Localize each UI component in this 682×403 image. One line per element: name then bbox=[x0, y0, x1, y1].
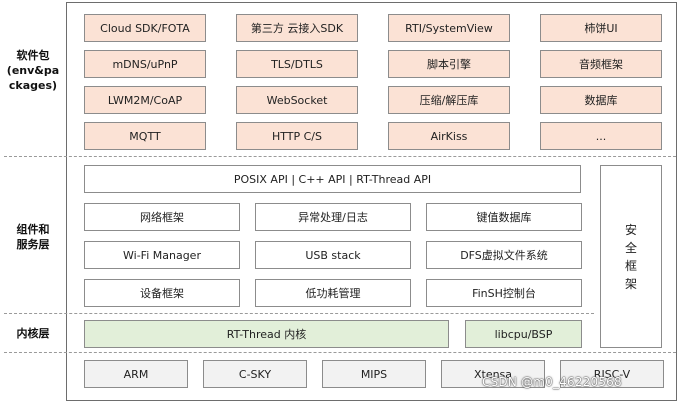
component-device-framework: 设备框架 bbox=[84, 279, 240, 307]
component-dfs: DFS虚拟文件系统 bbox=[426, 241, 582, 269]
layer-label-line: 组件和 bbox=[16, 223, 50, 236]
package-http-cs: HTTP C/S bbox=[236, 122, 358, 150]
component-finsh-console: FinSH控制台 bbox=[426, 279, 582, 307]
layer-divider-bottom bbox=[4, 352, 676, 353]
component-usb-stack: USB stack bbox=[255, 241, 411, 269]
arch-mips: MIPS bbox=[322, 360, 426, 388]
layer-label-kernel: 内核层 bbox=[16, 327, 50, 340]
component-kv-database: 键值数据库 bbox=[426, 203, 582, 231]
package-rti-systemview: RTI/SystemView bbox=[388, 14, 510, 42]
component-wifi-manager: Wi-Fi Manager bbox=[84, 241, 240, 269]
package-persimmon-ui: 柿饼UI bbox=[540, 14, 662, 42]
api-bar: POSIX API | C++ API | RT-Thread API bbox=[84, 165, 581, 193]
package-websocket: WebSocket bbox=[236, 86, 358, 114]
arch-xtensa: Xtensa bbox=[441, 360, 545, 388]
package-lwm2m-coap: LWM2M/CoAP bbox=[84, 86, 206, 114]
package-third-party-cloud-sdk: 第三方 云接入SDK bbox=[236, 14, 358, 42]
layer-label-line: 软件包 bbox=[16, 49, 50, 62]
layer-label-line: 服务层 bbox=[16, 238, 50, 251]
security-framework: 安全框架 bbox=[600, 165, 662, 348]
package-compression-library: 压缩/解压库 bbox=[388, 86, 510, 114]
watermark: CSDN @m0_46220568 bbox=[482, 375, 622, 389]
package-cloud-sdk-fota: Cloud SDK/FOTA bbox=[84, 14, 206, 42]
package-mqtt: MQTT bbox=[84, 122, 206, 150]
component-exception-logging: 异常处理/日志 bbox=[255, 203, 411, 231]
layer-label-components-services: 组件和 服务层 bbox=[2, 222, 64, 252]
layer-divider-middle bbox=[4, 313, 594, 314]
layer-label-line: ckages) bbox=[8, 79, 58, 92]
arch-riscv: RISC-V bbox=[560, 360, 664, 388]
layer-divider-top bbox=[4, 156, 676, 157]
arch-arm: ARM bbox=[84, 360, 188, 388]
kernel-libcpu-bsp: libcpu/BSP bbox=[465, 320, 582, 348]
package-script-engine: 脚本引擎 bbox=[388, 50, 510, 78]
package-more: ... bbox=[540, 122, 662, 150]
layer-label-software-packages: 软件包 (env&pa ckages) bbox=[2, 48, 64, 93]
kernel-core: RT-Thread 内核 bbox=[84, 320, 449, 348]
architecture-frame bbox=[66, 2, 677, 401]
package-airkiss: AirKiss bbox=[388, 122, 510, 150]
package-database: 数据库 bbox=[540, 86, 662, 114]
component-power-management: 低功耗管理 bbox=[255, 279, 411, 307]
arch-csky: C-SKY bbox=[203, 360, 307, 388]
package-audio-framework: 音频框架 bbox=[540, 50, 662, 78]
component-network-framework: 网络框架 bbox=[84, 203, 240, 231]
package-mdns-upnp: mDNS/uPnP bbox=[84, 50, 206, 78]
package-tls-dtls: TLS/DTLS bbox=[236, 50, 358, 78]
layer-label-line: (env&pa bbox=[6, 64, 60, 77]
security-framework-label: 安全框架 bbox=[624, 222, 637, 291]
